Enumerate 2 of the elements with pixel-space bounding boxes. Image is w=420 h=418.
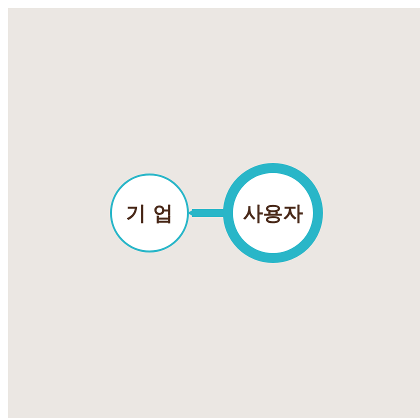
node-circle: 사용자 (222, 163, 322, 263)
node-circle: 기 업 (110, 174, 188, 252)
